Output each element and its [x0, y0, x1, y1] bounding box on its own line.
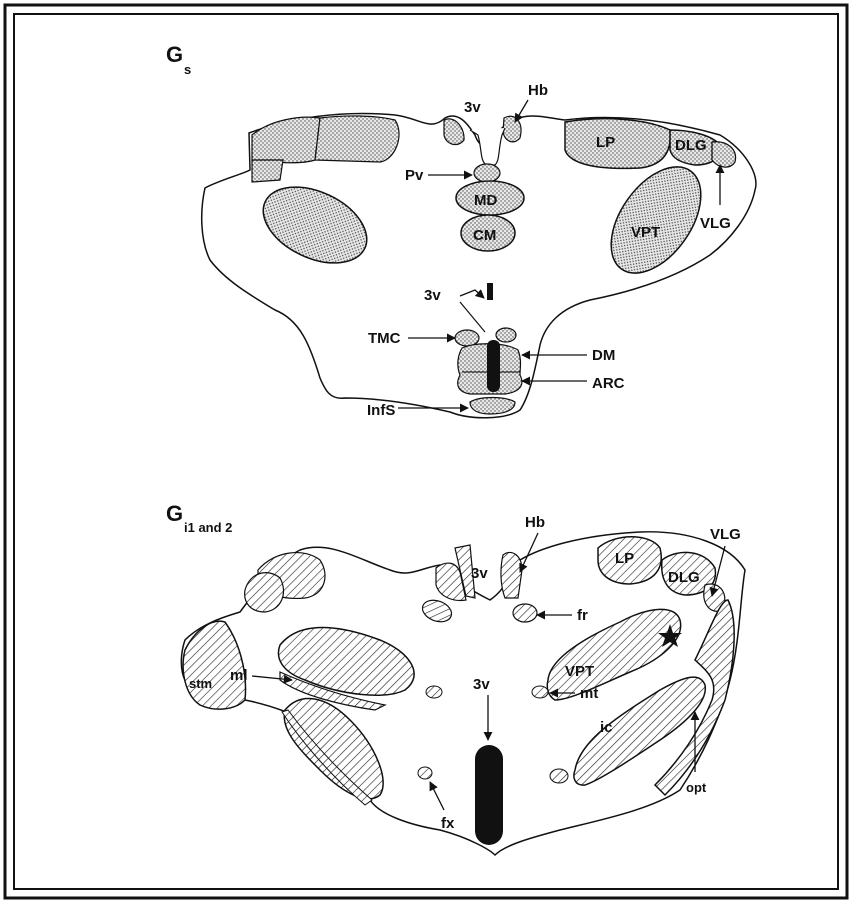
label-fx: fx: [441, 815, 455, 832]
label-hb: Hb: [528, 82, 548, 99]
label-dm: DM: [592, 347, 615, 364]
label-hb-2: Hb: [525, 514, 545, 531]
label-vpt-2: VPT: [565, 663, 594, 680]
label-ml: ml: [230, 667, 248, 684]
nucleus-left-dorsal-3: [252, 160, 283, 182]
label-dlg: DLG: [675, 137, 707, 154]
label-vlg-2: VLG: [710, 526, 741, 543]
label-pv: Pv: [405, 167, 424, 184]
nucleus-left-dorsal-2: [315, 116, 399, 162]
label-3v-top-2: 3v: [471, 565, 488, 582]
label-vpt: VPT: [631, 224, 660, 241]
panel-gi-subscript: i1 and 2: [184, 520, 232, 535]
nucleus-infs: [470, 398, 515, 415]
panel-gs-title: G: [166, 42, 183, 67]
label-lp-2: LP: [615, 550, 634, 567]
panel-gs-subscript: s: [184, 62, 191, 77]
label-infs: InfS: [367, 402, 395, 419]
nucleus-tmc-right: [496, 328, 516, 342]
label-md: MD: [474, 192, 497, 209]
label-lp: LP: [596, 134, 615, 151]
nucleus-lp: [565, 119, 670, 169]
nucleus-fx: [418, 767, 432, 779]
nucleus-hb-right: [503, 116, 521, 142]
label-ic: ic: [600, 719, 613, 736]
third-ventricle-mid-mark: [487, 283, 493, 300]
label-dlg-2: DLG: [668, 569, 700, 586]
label-arc: ARC: [592, 375, 625, 392]
label-vlg: VLG: [700, 215, 731, 232]
figure-frame: [5, 5, 847, 898]
nucleus-fr: [513, 604, 537, 622]
label-3v-mid: 3v: [424, 287, 441, 304]
panel-gi-title: G: [166, 501, 183, 526]
third-ventricle-dark: [487, 340, 500, 392]
nucleus-tmc-left: [455, 330, 479, 346]
label-fr: fr: [577, 607, 588, 624]
nucleus-mt: [532, 686, 548, 698]
label-cm: CM: [473, 227, 496, 244]
nucleus-left-dorsal-b: [245, 573, 284, 612]
label-tmc: TMC: [368, 330, 401, 347]
label-3v-mid-2: 3v: [473, 676, 490, 693]
label-opt: opt: [686, 780, 707, 795]
nucleus-hb-right-2: [501, 552, 522, 598]
third-ventricle-dark-2: [475, 745, 503, 845]
label-3v-top: 3v: [464, 99, 481, 116]
label-stm: stm: [189, 676, 212, 691]
nucleus-small-left: [426, 686, 442, 698]
nucleus-small-right: [550, 769, 568, 783]
label-mt: mt: [580, 685, 598, 702]
nucleus-pv: [474, 164, 500, 182]
